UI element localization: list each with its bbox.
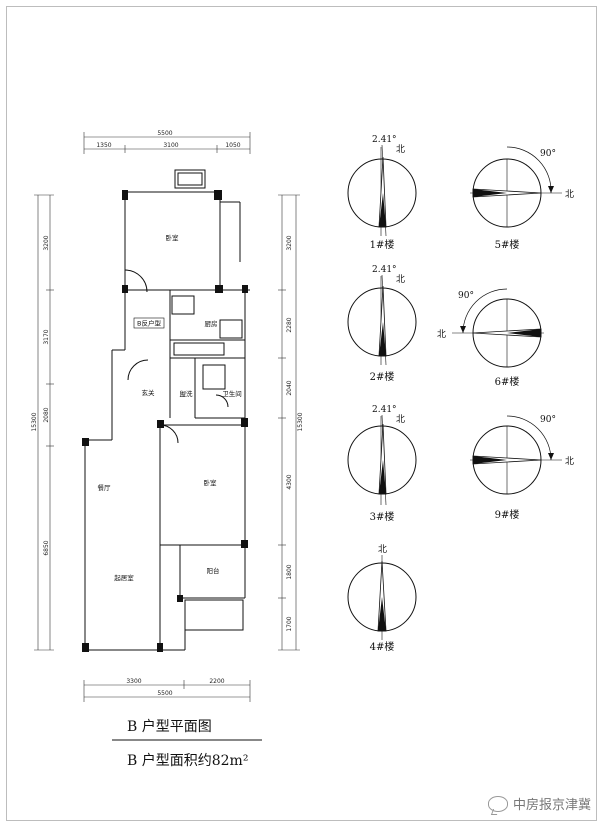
compass-5-label: 5#楼	[495, 238, 520, 251]
room-foyer: 玄关	[142, 388, 156, 397]
room-kitchen: 厨房	[205, 319, 218, 328]
compass-5: 90° 北 5#楼	[470, 146, 574, 251]
dim-left-d3: 2080	[43, 407, 50, 422]
compass-2: 2.41° 北 2#楼	[347, 265, 417, 383]
compass-4: 北 4#楼	[347, 544, 417, 653]
room-bathroom: 卫生间	[222, 389, 242, 398]
unit-tag-box	[133, 317, 165, 329]
compass-9: 90° 北 9#楼	[470, 415, 574, 521]
compass-3-north: 北	[396, 414, 405, 425]
dim-right-d1: 3200	[286, 235, 293, 250]
dim-left-d4: 6850	[43, 540, 50, 555]
dim-bottom-total: 5500	[157, 690, 172, 697]
plan-outline	[84, 169, 250, 651]
compass-9-label: 9#楼	[495, 508, 520, 521]
compass-2-angle: 2.41°	[372, 265, 397, 275]
watermark: 中房报京津冀	[487, 794, 591, 813]
dim-top-seg3: 1050	[225, 142, 240, 149]
room-living: 起居室	[114, 573, 134, 582]
compass-9-angle: 90°	[540, 415, 556, 425]
compass-3-angle: 2.41°	[372, 405, 397, 415]
compass-2-label: 2#楼	[370, 370, 395, 383]
compass-9-north: 北	[565, 456, 574, 467]
wechat-icon	[487, 795, 508, 812]
dim-right-d6: 1700	[286, 616, 293, 631]
room-unit-tag: B反户型	[137, 319, 161, 328]
bottom-dimensions	[83, 680, 251, 702]
compass-5-angle: 90°	[540, 149, 556, 159]
compass-6-north: 北	[437, 329, 446, 340]
compass-5-north: 北	[565, 189, 574, 200]
room-bedroom-mid: 卧室	[204, 478, 218, 487]
dim-right-d5: 1800	[286, 564, 293, 579]
compass-6-label: 6#楼	[495, 375, 520, 388]
compass-3-label: 3#楼	[370, 510, 395, 523]
dim-right-d2: 2280	[286, 317, 293, 332]
dim-top-total: 5500	[157, 130, 172, 137]
dim-right-d3: 2040	[286, 380, 293, 395]
plan-title: B 户型平面图	[127, 718, 212, 735]
top-dimensions	[83, 132, 251, 154]
dim-left-d2: 3170	[43, 329, 50, 344]
room-dining: 餐厅	[98, 483, 112, 492]
dim-top-seg1: 1350	[96, 142, 111, 149]
room-wash: 盥洗	[180, 389, 194, 398]
dim-bottom-seg1: 3300	[126, 678, 141, 685]
compass-6: 90° 北 6#楼	[437, 288, 544, 388]
right-dimensions	[278, 194, 300, 651]
compass-1-angle: 2.41°	[372, 135, 397, 145]
left-dimensions	[34, 194, 54, 651]
compass-1-north: 北	[396, 144, 405, 155]
dim-bottom-seg2: 2200	[209, 678, 224, 685]
compass-1: 2.41° 北 1#楼	[347, 135, 417, 251]
page-frame	[6, 6, 597, 821]
compass-2-north: 北	[396, 274, 405, 285]
watermark-text: 中房报京津冀	[512, 798, 591, 813]
plan-area: B 户型面积约82m²	[127, 752, 248, 769]
compass-1-label: 1#楼	[370, 238, 395, 251]
compass-3: 2.41° 北 3#楼	[347, 405, 417, 523]
room-bedroom-top: 卧室	[166, 233, 180, 242]
compass-6-angle: 90°	[458, 291, 474, 301]
compass-4-north: 北	[378, 544, 387, 555]
dim-right-d4: 4300	[286, 474, 293, 489]
dim-left-d1: 3200	[43, 235, 50, 250]
room-balcony: 阳台	[207, 566, 220, 575]
compass-4-label: 4#楼	[370, 640, 395, 653]
dim-left-total: 15300	[31, 412, 38, 431]
dim-right-total: 15300	[297, 412, 304, 431]
plan-thick-walls	[82, 190, 248, 652]
dim-top-seg2: 3100	[163, 142, 178, 149]
